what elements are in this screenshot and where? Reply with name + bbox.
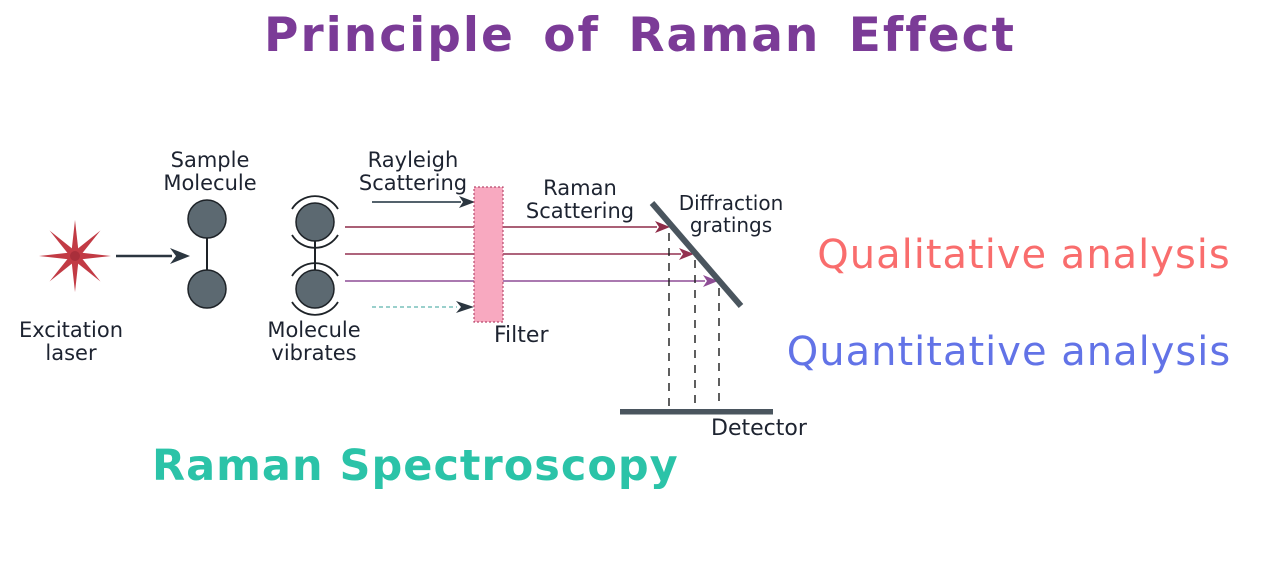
raman-beams	[345, 221, 718, 287]
stokes-beam	[372, 301, 474, 313]
stokes-arrowhead-icon	[456, 301, 474, 313]
page-title: Principle of Raman Effect	[264, 8, 1016, 63]
quantitative-analysis-text: Quantitative analysis	[786, 329, 1232, 375]
laser-arrowhead-icon	[170, 248, 190, 264]
rayleigh-scattering-label: Rayleigh Scattering	[358, 148, 468, 196]
raman-scattering-label: Raman Scattering	[525, 176, 635, 224]
vibration-arc-icon	[291, 301, 339, 316]
detector-bar	[620, 409, 773, 415]
molecule-vibrates-label: Molecule vibrates	[267, 318, 361, 366]
rayleigh-arrowhead-icon	[459, 196, 475, 208]
vibrating-molecule-shape	[291, 195, 339, 316]
raman-arrowhead-icon	[679, 248, 694, 260]
qualitative-analysis-text: Qualitative analysis	[817, 232, 1231, 278]
filter-rect	[473, 186, 504, 323]
raman-spectroscopy-text: Raman Spectroscopy	[152, 441, 679, 491]
vibration-arc-icon	[291, 195, 339, 210]
vibrating-atom-bottom	[295, 269, 335, 309]
vibration-arc-icon	[291, 234, 339, 249]
laser-star-icon	[39, 220, 111, 292]
vibrating-atom-top	[295, 202, 335, 242]
raman-arrowhead-icon	[655, 221, 670, 233]
detector-label: Detector	[711, 416, 807, 441]
laser-to-sample-arrow	[116, 248, 190, 264]
sample-atom-top	[187, 199, 227, 239]
vibration-arc-icon	[291, 262, 339, 277]
raman-arrowhead-icon	[703, 275, 718, 287]
diffraction-gratings-label: Diffraction gratings	[678, 191, 784, 237]
sample-atom-bottom	[187, 269, 227, 309]
rayleigh-beam	[372, 196, 475, 208]
laser-star-center	[70, 251, 80, 261]
sample-molecule-label: Sample Molecule	[163, 148, 257, 196]
dispersed-rays	[668, 233, 720, 408]
excitation-laser-label: Excitation laser	[18, 318, 124, 366]
diffraction-grating-line	[649, 201, 744, 308]
filter-label: Filter	[494, 323, 549, 348]
sample-molecule-shape	[187, 199, 227, 309]
